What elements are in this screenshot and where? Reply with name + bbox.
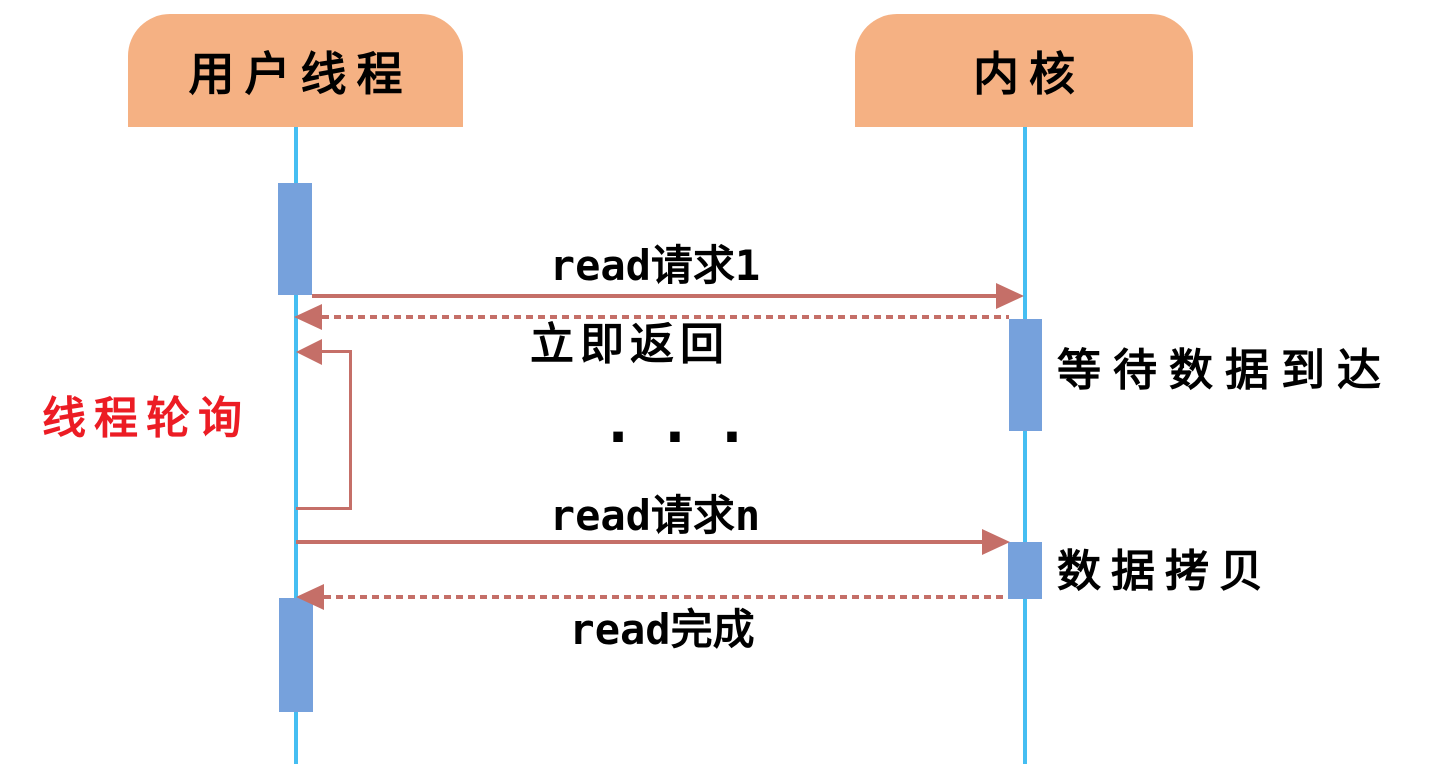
actor-kernel: 内核 [855, 14, 1193, 127]
activation-bar-kernel-wait [1009, 319, 1042, 431]
message-line-immediate-return [322, 315, 1009, 319]
annotation-wait-data: 等待数据到达 [1057, 345, 1393, 396]
lifeline-kernel [1023, 127, 1027, 764]
lifeline-user-thread [294, 127, 298, 764]
arrowhead-read-request-n [982, 529, 1010, 555]
message-line-read-request-1 [312, 294, 996, 298]
polling-loop-right-segment [349, 350, 352, 510]
message-label-read-request-n: read请求n [549, 491, 761, 540]
activation-bar-kernel-copy [1008, 542, 1042, 599]
ellipsis-label: ... [600, 388, 772, 456]
arrowhead-immediate-return [294, 304, 322, 330]
arrowhead-polling-loop [296, 339, 322, 365]
message-label-read-request-1: read请求1 [549, 241, 761, 290]
actor-kernel-label: 内核 [973, 46, 1085, 101]
message-line-read-complete [324, 595, 1008, 599]
polling-loop-top-segment [318, 350, 352, 353]
polling-loop-bottom-segment [296, 507, 352, 510]
polling-loop-label: 线程轮询 [42, 393, 250, 444]
annotation-data-copy: 数据拷贝 [1057, 546, 1273, 597]
actor-user-thread: 用户线程 [128, 14, 463, 127]
arrowhead-read-complete [296, 584, 324, 610]
activation-bar-user-1 [278, 183, 312, 295]
arrowhead-read-request-1 [996, 283, 1024, 309]
activation-bar-user-2 [279, 598, 313, 712]
message-line-read-request-n [296, 540, 982, 544]
message-label-immediate-return: 立即返回 [530, 319, 730, 370]
actor-user-thread-label: 用户线程 [188, 46, 413, 101]
message-label-read-complete: read完成 [569, 605, 755, 654]
